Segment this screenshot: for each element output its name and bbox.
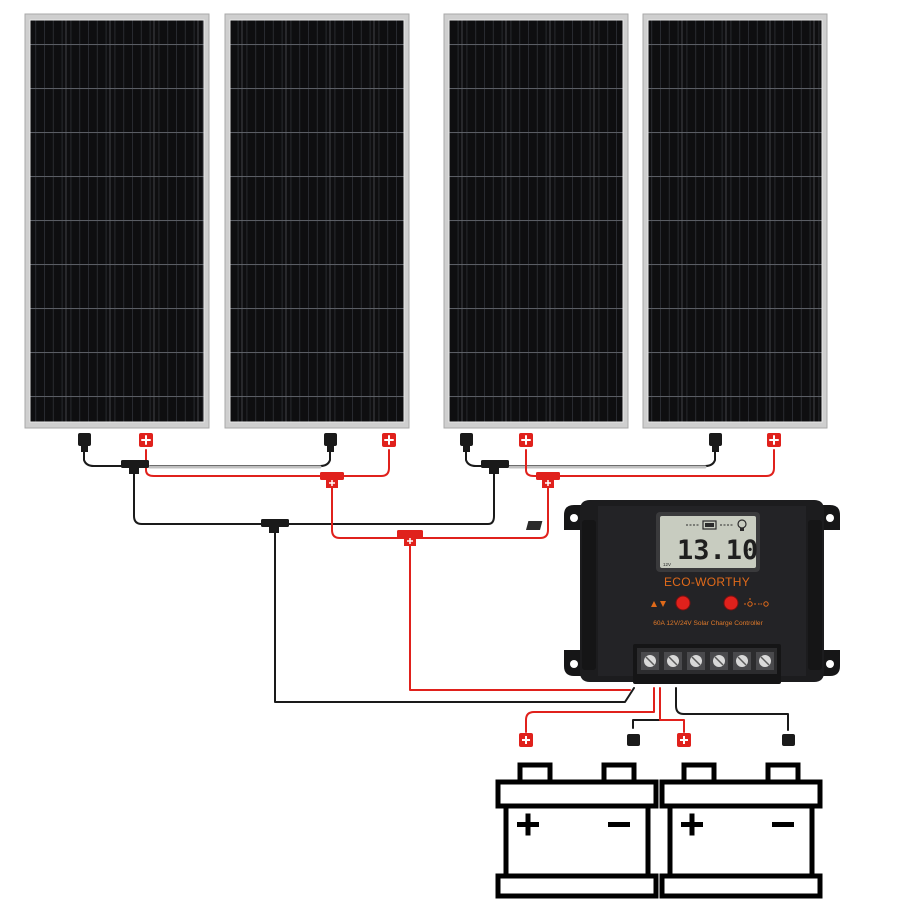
load-bulb-icon (737, 519, 747, 531)
solar-panel-4 (642, 13, 828, 429)
lcd-display: 13.10 V 12V (525, 512, 760, 572)
battery-1-minus-icon (608, 822, 630, 827)
mc4-connectors (78, 433, 781, 452)
scroll-arrows-icon (651, 601, 666, 607)
positive-branch-connector-main (397, 530, 423, 546)
battery-connectors (519, 733, 795, 747)
battery-polarity-symbols (517, 813, 794, 836)
negative-connector-3 (460, 433, 473, 446)
negative-connector-4 (709, 433, 722, 446)
set-button[interactable] (723, 595, 739, 611)
model-label: 60A 12V/24V Solar Charge Controller (653, 620, 763, 627)
solar-panel-icon (525, 521, 543, 530)
battery-1 (495, 762, 659, 899)
negative-connector-2 (324, 433, 337, 446)
negative-connector-1 (78, 433, 91, 446)
battery-2-negative-connector (782, 734, 795, 746)
terminal-screws (641, 652, 774, 670)
solar-panel-1 (24, 13, 210, 429)
battery-1-negative-connector (627, 734, 640, 746)
branch-connectors (121, 460, 560, 546)
negative-branch-connector-2 (481, 460, 509, 474)
positive-branch-connector-1 (320, 472, 344, 488)
load-toggle-icon (744, 598, 769, 607)
battery-2-minus-icon (772, 822, 794, 827)
solar-panel-2 (224, 13, 410, 429)
positive-branch-connector-2 (536, 472, 560, 488)
positive-wiring (145, 449, 775, 733)
battery-icon (702, 520, 717, 530)
solar-panel-3 (443, 13, 629, 429)
charge-controller: 13.10 V 12V ECO-WORTHY 60A 12V/24V Solar… (525, 500, 840, 684)
terminal-block (633, 644, 781, 684)
lcd-voltage-reading: 13.10 (677, 535, 758, 566)
battery-2 (659, 762, 823, 899)
wiring (83, 449, 789, 733)
scroll-button[interactable] (675, 595, 691, 611)
lcd-mode: 12V (663, 562, 671, 567)
negative-branch-connector-1 (121, 460, 149, 474)
brand-label: ECO-WORTHY (664, 575, 750, 589)
lcd-unit: V (744, 549, 749, 556)
negative-branch-connector-main (261, 519, 289, 533)
